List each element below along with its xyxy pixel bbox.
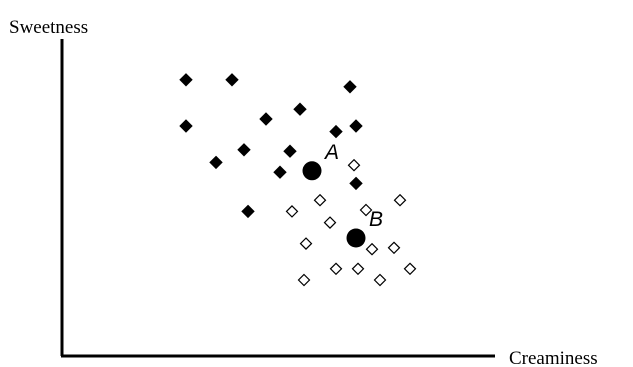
filled-diamond-point-14 — [241, 204, 255, 219]
hollow-diamond-point-1 — [347, 158, 361, 172]
hollow-diamond-point-14 — [373, 273, 387, 287]
highlight-label-a: A — [323, 141, 339, 164]
highlight-label-b: B — [369, 208, 383, 231]
filled-diamond-point-9 — [209, 155, 223, 170]
filled-diamond-point-12 — [273, 165, 287, 179]
y-axis-label: Sweetness — [9, 17, 88, 38]
filled-diamond-point-4 — [179, 119, 193, 133]
hollow-diamond-point-6 — [323, 216, 337, 229]
hollow-diamond-point-4 — [359, 203, 373, 217]
filled-diamond-point-5 — [259, 112, 273, 126]
filled-diamond-point-10 — [237, 143, 251, 157]
hollow-diamond-point-7 — [299, 237, 313, 250]
filled-diamond-point-11 — [283, 144, 297, 158]
filled-diamond-point-8 — [349, 119, 363, 133]
highlight-point-a — [302, 161, 322, 181]
filled-diamond-point-2 — [225, 73, 239, 87]
filled-diamond-point-13 — [349, 176, 363, 191]
hollow-diamond-point-3 — [313, 193, 327, 207]
hollow-diamond-point-10 — [329, 262, 343, 276]
hollow-diamond-point-2 — [285, 205, 299, 218]
highlight-point-b — [346, 228, 366, 248]
data-marks: AB — [179, 73, 417, 287]
filled-diamond-point-7 — [329, 124, 343, 139]
x-axis-label: Creaminess — [509, 348, 598, 367]
hollow-diamond-point-5 — [393, 193, 407, 207]
hollow-diamond-point-9 — [387, 241, 401, 255]
hollow-diamond-point-11 — [351, 262, 365, 276]
hollow-diamond-point-8 — [365, 242, 379, 256]
hollow-diamond-point-13 — [297, 273, 311, 287]
filled-diamond-point-6 — [293, 102, 307, 116]
hollow-diamond-point-12 — [403, 262, 417, 276]
filled-diamond-point-1 — [179, 73, 193, 87]
filled-diamond-point-3 — [343, 80, 357, 94]
